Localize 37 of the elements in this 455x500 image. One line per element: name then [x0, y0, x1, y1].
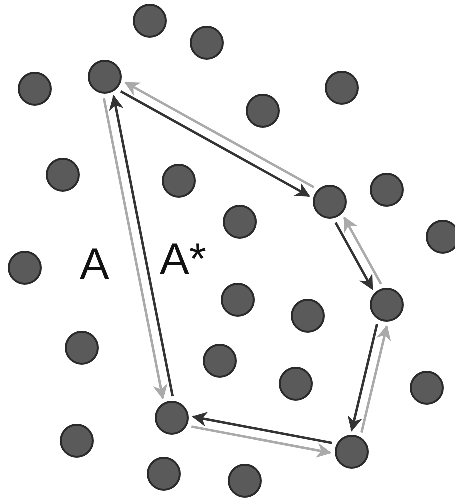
particle-circle	[221, 283, 255, 317]
arrow	[348, 324, 378, 432]
arrow	[124, 82, 315, 189]
particle-circle	[325, 71, 359, 105]
particle-circle	[223, 205, 257, 239]
arrow	[120, 90, 311, 198]
arrow	[192, 412, 333, 444]
particle-circle	[133, 4, 167, 38]
particle-circle	[65, 331, 99, 365]
arrow	[191, 426, 332, 458]
particle-circle	[246, 94, 280, 128]
particle-circle	[155, 401, 189, 435]
particle-circle	[313, 185, 347, 219]
particle-circle	[147, 457, 181, 491]
particle-circle	[228, 464, 262, 498]
particle-circle	[8, 251, 42, 285]
particle-circle	[335, 435, 369, 469]
path-label: A*	[160, 238, 206, 282]
particle-circle	[60, 424, 94, 458]
particle-circle	[291, 299, 325, 333]
path-label: A	[80, 243, 110, 287]
arrow	[109, 95, 174, 397]
arrow	[102, 98, 168, 400]
particle-circle	[88, 60, 122, 94]
particle-circle	[410, 371, 444, 405]
particle-circle	[162, 164, 196, 198]
particle-circle	[370, 173, 404, 207]
particle-circle	[203, 344, 237, 378]
particle-circle	[279, 367, 313, 401]
arrow	[334, 222, 374, 290]
particle-circle	[370, 288, 404, 322]
particle-circle	[426, 220, 455, 254]
particle-circle	[18, 72, 52, 106]
particle-circle	[46, 158, 80, 192]
particle-circle	[190, 26, 224, 60]
arrow	[343, 216, 382, 285]
arrow	[360, 325, 392, 434]
